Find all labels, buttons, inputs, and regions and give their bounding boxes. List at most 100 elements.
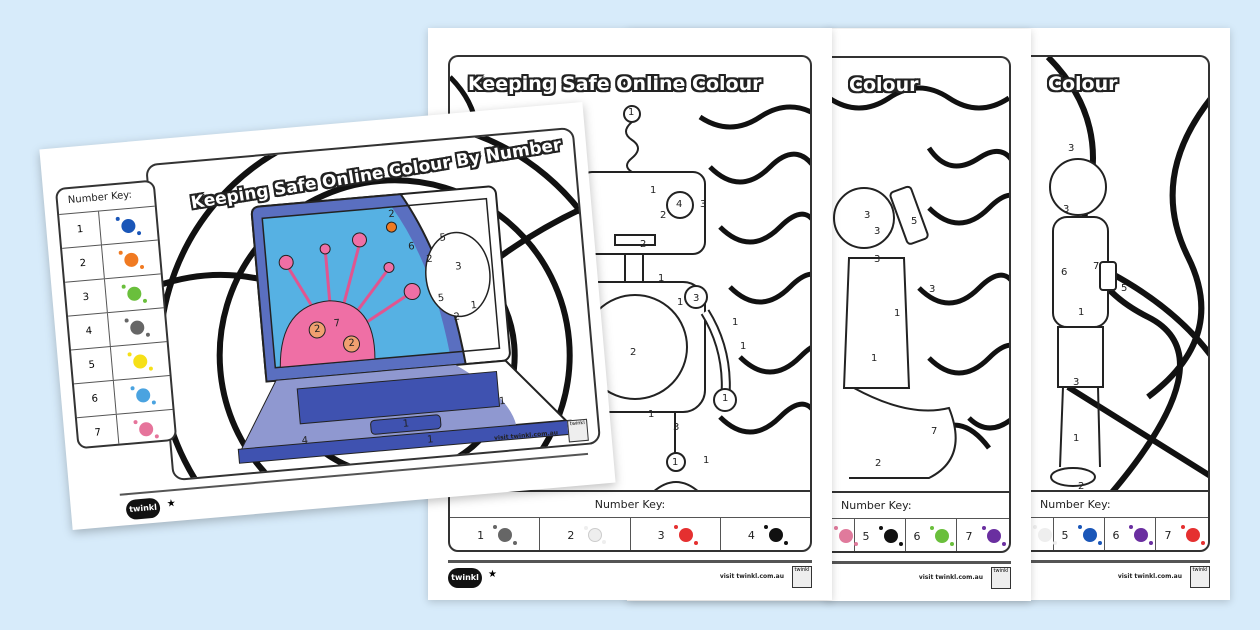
paint-splat-icon bbox=[129, 319, 145, 335]
region-label: 2 bbox=[453, 311, 461, 323]
region-label: 1 bbox=[426, 434, 435, 446]
quality-badge: twinkl bbox=[1190, 566, 1210, 588]
paint-splat-icon bbox=[1128, 525, 1153, 545]
region-label: 3 bbox=[1073, 377, 1080, 388]
paint-splat-icon bbox=[126, 285, 142, 301]
region-label: 2 bbox=[660, 210, 667, 221]
region-label: 5 bbox=[911, 216, 918, 227]
region-label: 1 bbox=[871, 353, 878, 364]
key-cell: 6 bbox=[1104, 518, 1155, 550]
key-cell: 2 bbox=[539, 518, 629, 550]
paint-splat-icon bbox=[123, 251, 139, 267]
region-label: 1 bbox=[1078, 307, 1085, 318]
region-label: 2 bbox=[425, 253, 434, 266]
region-label: 1 bbox=[732, 317, 739, 328]
worksheet-title: Keeping Safe Online Colour bbox=[468, 73, 762, 95]
paint-splat-icon bbox=[120, 217, 136, 234]
paint-splat-icon bbox=[1032, 525, 1057, 545]
quality-badge: twinkl bbox=[567, 418, 589, 443]
region-label: 3 bbox=[454, 261, 463, 273]
paint-splat-icon bbox=[763, 525, 788, 545]
footer-url: visit twinkl.com.au bbox=[918, 574, 983, 581]
region-label: 7 bbox=[931, 426, 938, 437]
paint-splat-icon bbox=[673, 525, 698, 545]
region-label: 1 bbox=[658, 273, 665, 284]
region-label: 1 bbox=[470, 299, 478, 312]
girl-drawing bbox=[833, 185, 957, 479]
region-label: 1 bbox=[894, 308, 901, 319]
region-label: 1 bbox=[672, 457, 679, 468]
paint-splat-icon bbox=[1180, 525, 1205, 545]
key-cell: 7 bbox=[1155, 518, 1208, 550]
region-label: 5 bbox=[1121, 283, 1128, 294]
key-cell bbox=[831, 519, 858, 551]
twinkl-logo: twinkl bbox=[125, 497, 161, 521]
paint-splat-icon bbox=[981, 526, 1006, 546]
region-label: 4 bbox=[676, 199, 683, 210]
region-label: 1 bbox=[628, 107, 635, 118]
number-key: Number Key: 1 2 3 4 bbox=[448, 490, 812, 552]
region-label: 3 bbox=[693, 293, 700, 304]
region-label: 1 bbox=[1073, 433, 1080, 444]
region-label: 2 bbox=[313, 323, 321, 336]
region-label: 1 bbox=[648, 409, 655, 420]
paint-splat-icon bbox=[584, 526, 607, 544]
key-cell: 3 bbox=[629, 518, 720, 550]
key-cell: 6 bbox=[905, 519, 956, 551]
region-label: 1 bbox=[722, 393, 729, 404]
star-icon: ★ bbox=[166, 497, 177, 510]
region-label: 4 bbox=[301, 435, 309, 447]
laptop-picture bbox=[156, 126, 602, 482]
paint-splat-icon bbox=[132, 353, 148, 369]
footer-url: visit twinkl.com.au bbox=[1117, 573, 1182, 580]
star-icon: ★ bbox=[488, 569, 497, 580]
paint-splat-icon bbox=[929, 526, 954, 546]
region-label: 3 bbox=[1063, 204, 1070, 215]
quality-badge: twinkl bbox=[991, 567, 1011, 589]
key-cell bbox=[1030, 518, 1057, 550]
paint-splat-icon bbox=[138, 421, 154, 437]
swirl-background bbox=[827, 85, 1009, 479]
region-label: 2 bbox=[387, 208, 396, 221]
picture-frame: Colour 3 3 6 7 5 1 3 1 2 bbox=[846, 55, 1210, 492]
region-label: 3 bbox=[673, 422, 680, 433]
paint-splat-icon bbox=[135, 387, 151, 403]
region-label: 1 bbox=[703, 455, 710, 466]
region-label: 3 bbox=[874, 254, 881, 265]
worksheet-title: Colour bbox=[1048, 73, 1118, 95]
region-label: 2 bbox=[1078, 481, 1085, 492]
key-cell: 1 bbox=[450, 518, 539, 550]
region-label: 2 bbox=[348, 337, 356, 350]
key-cell: 5 bbox=[1053, 518, 1104, 550]
region-label: 3 bbox=[929, 284, 936, 295]
number-key-heading: Number Key: bbox=[450, 492, 810, 518]
key-cell: 7 bbox=[956, 519, 1009, 551]
region-label: 3 bbox=[700, 199, 707, 210]
worksheet-title: Colour bbox=[849, 74, 919, 96]
quality-badge: twinkl bbox=[792, 566, 812, 588]
region-label: 1 bbox=[498, 395, 506, 408]
footer-divider bbox=[448, 560, 812, 563]
boy-drawing bbox=[1049, 158, 1117, 487]
region-label: 1 bbox=[740, 341, 747, 352]
region-label: 5 bbox=[439, 232, 447, 244]
paint-splat-icon bbox=[878, 526, 903, 546]
swirl-background bbox=[1045, 57, 1208, 492]
region-label: 1 bbox=[402, 418, 410, 430]
paint-splat-icon bbox=[1077, 525, 1102, 545]
region-label: 6 bbox=[407, 241, 416, 253]
footer-url: visit twinkl.com.au bbox=[719, 573, 784, 580]
monster-drawing bbox=[425, 231, 491, 318]
region-label: 5 bbox=[437, 292, 445, 305]
region-label: 2 bbox=[630, 347, 637, 358]
region-label: 1 bbox=[677, 297, 684, 308]
region-label: 1 bbox=[650, 185, 657, 196]
region-label: 6 bbox=[1061, 267, 1068, 278]
region-label: 7 bbox=[333, 317, 341, 330]
paint-splat-icon bbox=[833, 526, 858, 546]
region-label: 7 bbox=[1093, 261, 1100, 272]
region-label: 2 bbox=[875, 458, 882, 469]
paint-splat-icon bbox=[493, 525, 518, 545]
region-label: 2 bbox=[640, 239, 647, 250]
region-label: 3 bbox=[864, 210, 871, 221]
